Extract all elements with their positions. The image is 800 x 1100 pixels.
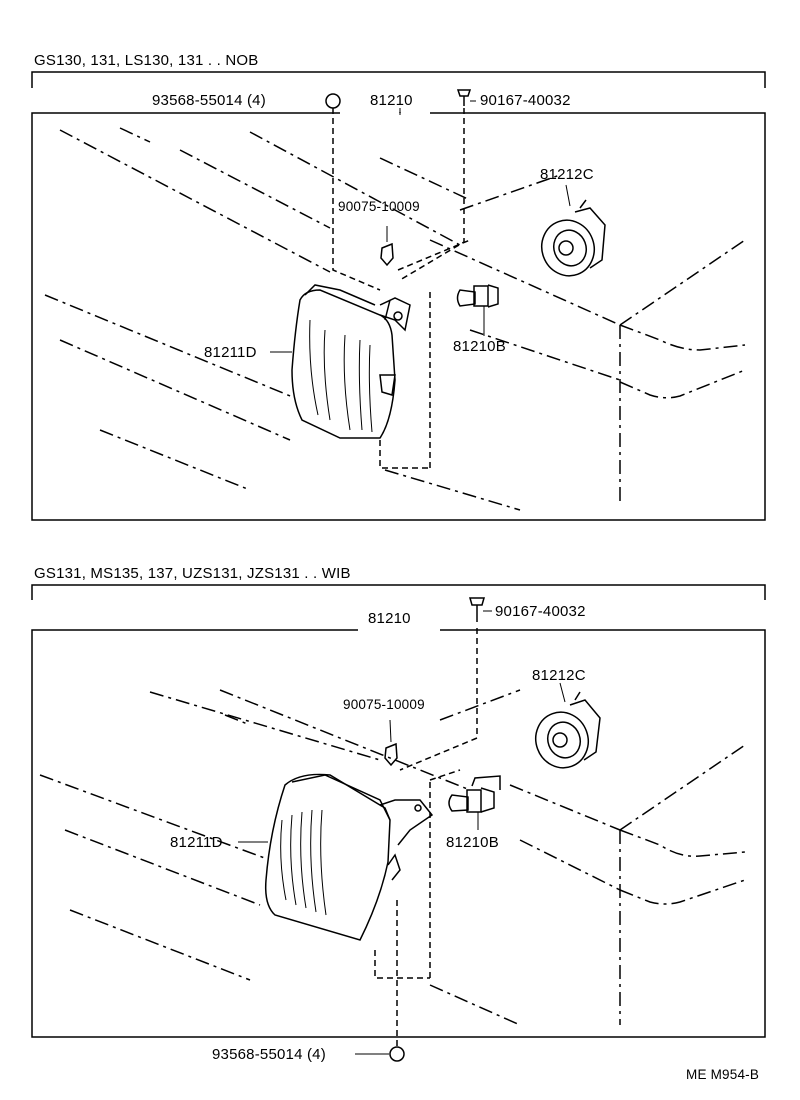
section-2-drawing	[31, 584, 766, 1062]
section-2-lens-label: 81211D	[170, 834, 223, 851]
section-2-title: GS131, MS135, 137, UZS131, JZS131 . . WI…	[34, 565, 351, 582]
section-2-bulb-label: 81210B	[446, 834, 499, 851]
section-1-lens-label: 81211D	[204, 344, 257, 361]
section-2-screw-label: 90167-40032	[495, 603, 586, 620]
section-1-screw-label: 90167-40032	[480, 92, 571, 109]
section-2-nut-label: 93568-55014 (4)	[212, 1046, 326, 1063]
section-1-bulb-label: 81210B	[453, 338, 506, 355]
section-1-drawing	[31, 71, 766, 521]
section-1-main-label: 81210	[370, 92, 413, 109]
section-1-nut-label: 93568-55014 (4)	[152, 92, 266, 109]
section-2-socket-label: 81212C	[532, 667, 586, 684]
section-2-clip-label: 90075-10009	[343, 697, 425, 712]
section-1-clip-label: 90075-10009	[338, 199, 420, 214]
section-1-title: GS130, 131, LS130, 131 . . NOB	[34, 52, 259, 69]
section-1-socket-label: 81212C	[540, 166, 594, 183]
drawing-code: ME M954-B	[686, 1067, 760, 1082]
section-2-main-label: 81210	[368, 610, 411, 627]
